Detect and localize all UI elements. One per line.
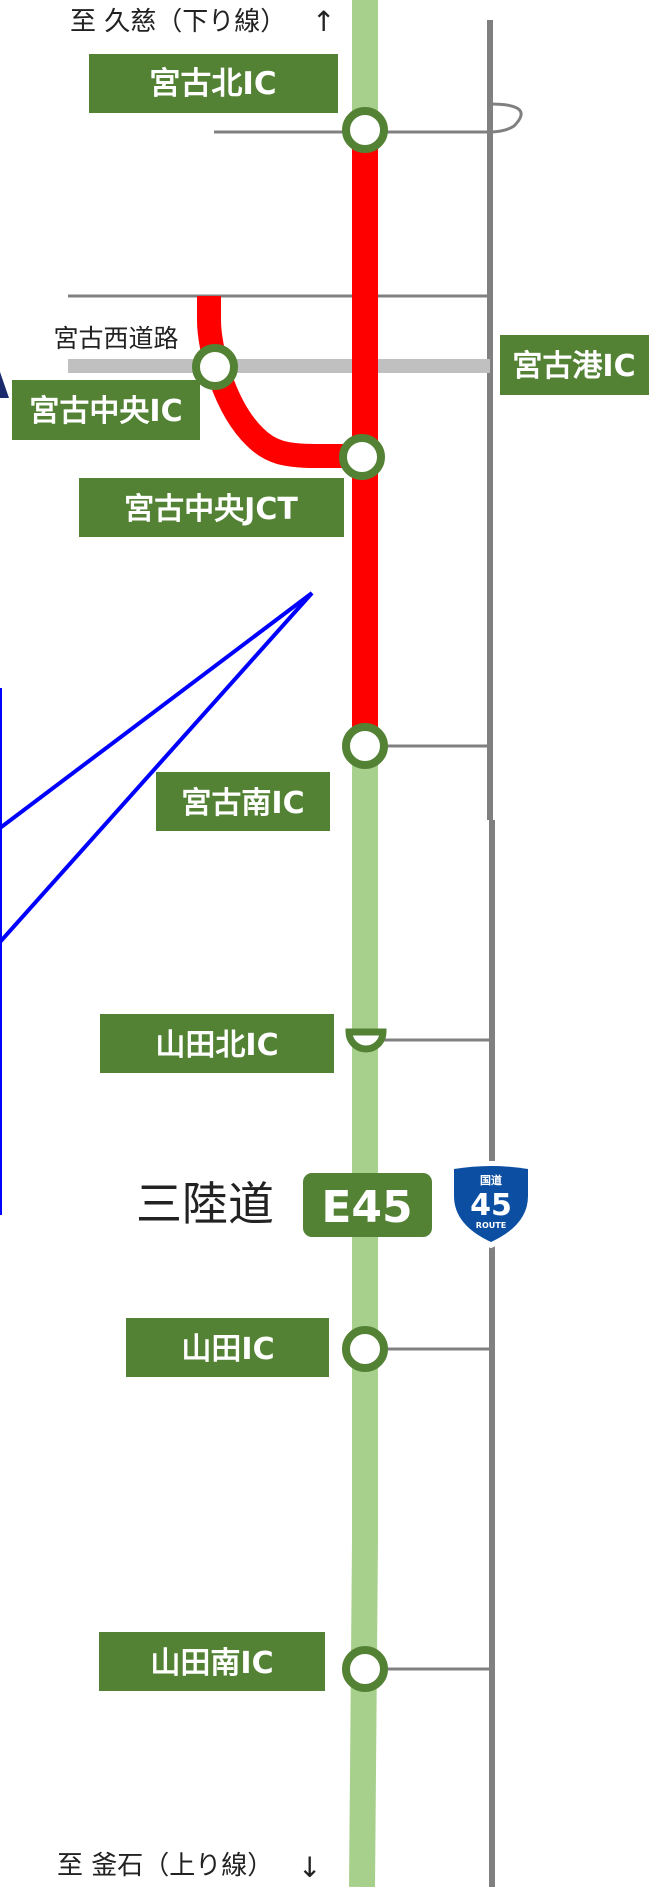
north-direction: 至 久慈（下り線） ↑ [70,5,335,38]
dark-triangle-marker [0,372,9,398]
yamada-kita-node[interactable] [345,1028,387,1053]
blue-line-lower [0,591,314,944]
national-route-shield-icon: 国道 45 ROUTE [449,1161,533,1249]
miyako-ko-label[interactable]: 宮古港IC [500,335,649,395]
expressway-code: E45 [321,1182,412,1233]
miyako-minami-node[interactable] [342,723,388,769]
miyako-kita-loop [489,102,523,134]
miyako-kita-label[interactable]: 宮古北IC [89,54,338,113]
miyako-chuo-node[interactable] [192,344,238,390]
national-route-45-line [487,20,495,1887]
interchange-nodes [192,107,388,1692]
miyako-nishi-road-label: 宮古西道路 [53,324,178,353]
miyako-minami-label[interactable]: 宮古南IC [156,772,330,831]
route-shield-kanji: 国道 [480,1173,502,1187]
miyako-chuo-jct-label[interactable]: 宮古中央JCT [79,478,344,537]
yamada-label-text: 山田IC [181,1332,274,1367]
miyako-kita-label-text: 宮古北IC [149,66,276,102]
south-direction: 至 釜石（上り線） ↓ [57,1851,321,1884]
yamada-kita-label[interactable]: 山田北IC [100,1014,334,1073]
expressway-badge [303,1173,432,1237]
interchange-labels: 宮古北IC 宮古中央IC 宮古中央JCT 宮古南IC 山田北IC 山田IC 山田… [12,54,649,1691]
route-identity: 三陸道 E45 [136,1173,432,1237]
yamada-label[interactable]: 山田IC [126,1318,329,1377]
blue-line-upper [0,591,314,830]
route-shield-number: 45 [470,1188,512,1223]
miyako-chuo-jct-label-text: 宮古中央JCT [124,492,298,527]
south-arrow-icon: ↓ [298,1851,321,1884]
yamada-kita-label-text: 山田北IC [155,1028,278,1063]
miyako-kita-node[interactable] [342,107,388,153]
miyako-chuo-label[interactable]: 宮古中央IC [12,380,200,440]
north-direction-text: 至 久慈（下り線） [70,7,286,37]
south-direction-text: 至 釜石（上り線） [57,1851,273,1881]
yamada-minami-node[interactable] [342,1646,388,1692]
red-jct-ramp [197,296,365,468]
yamada-node[interactable] [342,1326,388,1372]
route-name: 三陸道 [136,1177,274,1231]
miyako-ko-label-text: 宮古港IC [512,349,635,384]
route-shield-word: ROUTE [476,1221,506,1230]
miyako-chuo-jct-node[interactable] [339,434,385,480]
yamada-minami-label[interactable]: 山田南IC [99,1632,325,1691]
miyako-minami-label-text: 宮古南IC [181,786,304,821]
miyako-chuo-label-text: 宮古中央IC [29,394,182,429]
blue-outline-lines [0,372,314,1215]
north-arrow-icon: ↑ [312,5,335,38]
yamada-minami-label-text: 山田南IC [150,1646,273,1681]
